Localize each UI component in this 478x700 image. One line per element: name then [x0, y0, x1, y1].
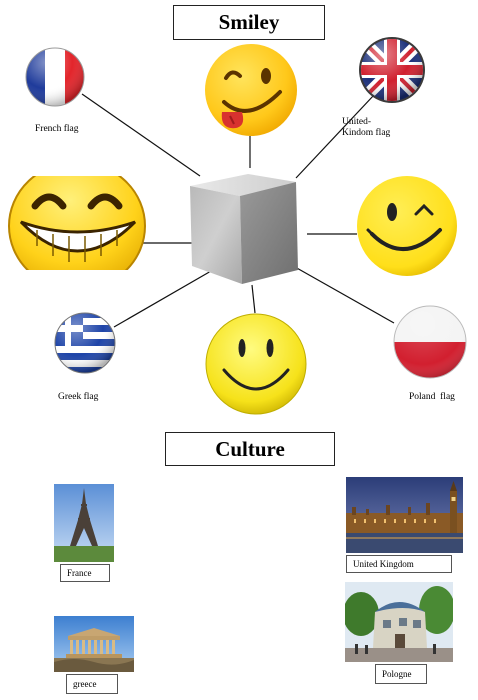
photo-label-united-kingdom: United Kingdom	[346, 555, 452, 573]
parthenon-photo	[54, 616, 134, 672]
french-flag-label: French flag	[35, 124, 79, 134]
poland-flag-icon	[393, 305, 467, 379]
culture-title: Culture	[165, 432, 335, 466]
westminster-photo	[346, 477, 463, 553]
photo-label-pologne: Pologne	[375, 664, 427, 684]
greek-flag-icon	[54, 312, 116, 374]
happy-smiley-icon	[205, 313, 307, 415]
photo-label-greece: greece	[66, 674, 118, 694]
diagram-title: Smiley	[173, 5, 325, 40]
connector-french-flag	[81, 93, 201, 177]
crooked-house-photo	[345, 582, 453, 662]
connector-greek-flag	[113, 266, 219, 328]
center-cube	[190, 174, 298, 284]
connector-uk-flag	[295, 94, 375, 179]
connector-poland-flag	[294, 266, 395, 324]
photo-label-france: France	[60, 564, 110, 582]
french-flag-icon	[25, 47, 85, 107]
grin-smiley-icon	[8, 176, 146, 270]
greek-flag-label: Greek flag	[58, 392, 99, 402]
poland-flag-label: Poland flag	[409, 392, 455, 402]
wink-smiley-icon	[357, 176, 457, 276]
uk-flag-label: United-Kindom flag	[342, 117, 391, 138]
uk-flag-icon	[359, 37, 425, 103]
tongue-smiley-icon	[205, 44, 297, 136]
connector-happy-smiley	[251, 284, 256, 314]
eiffel-tower-photo	[54, 484, 114, 562]
